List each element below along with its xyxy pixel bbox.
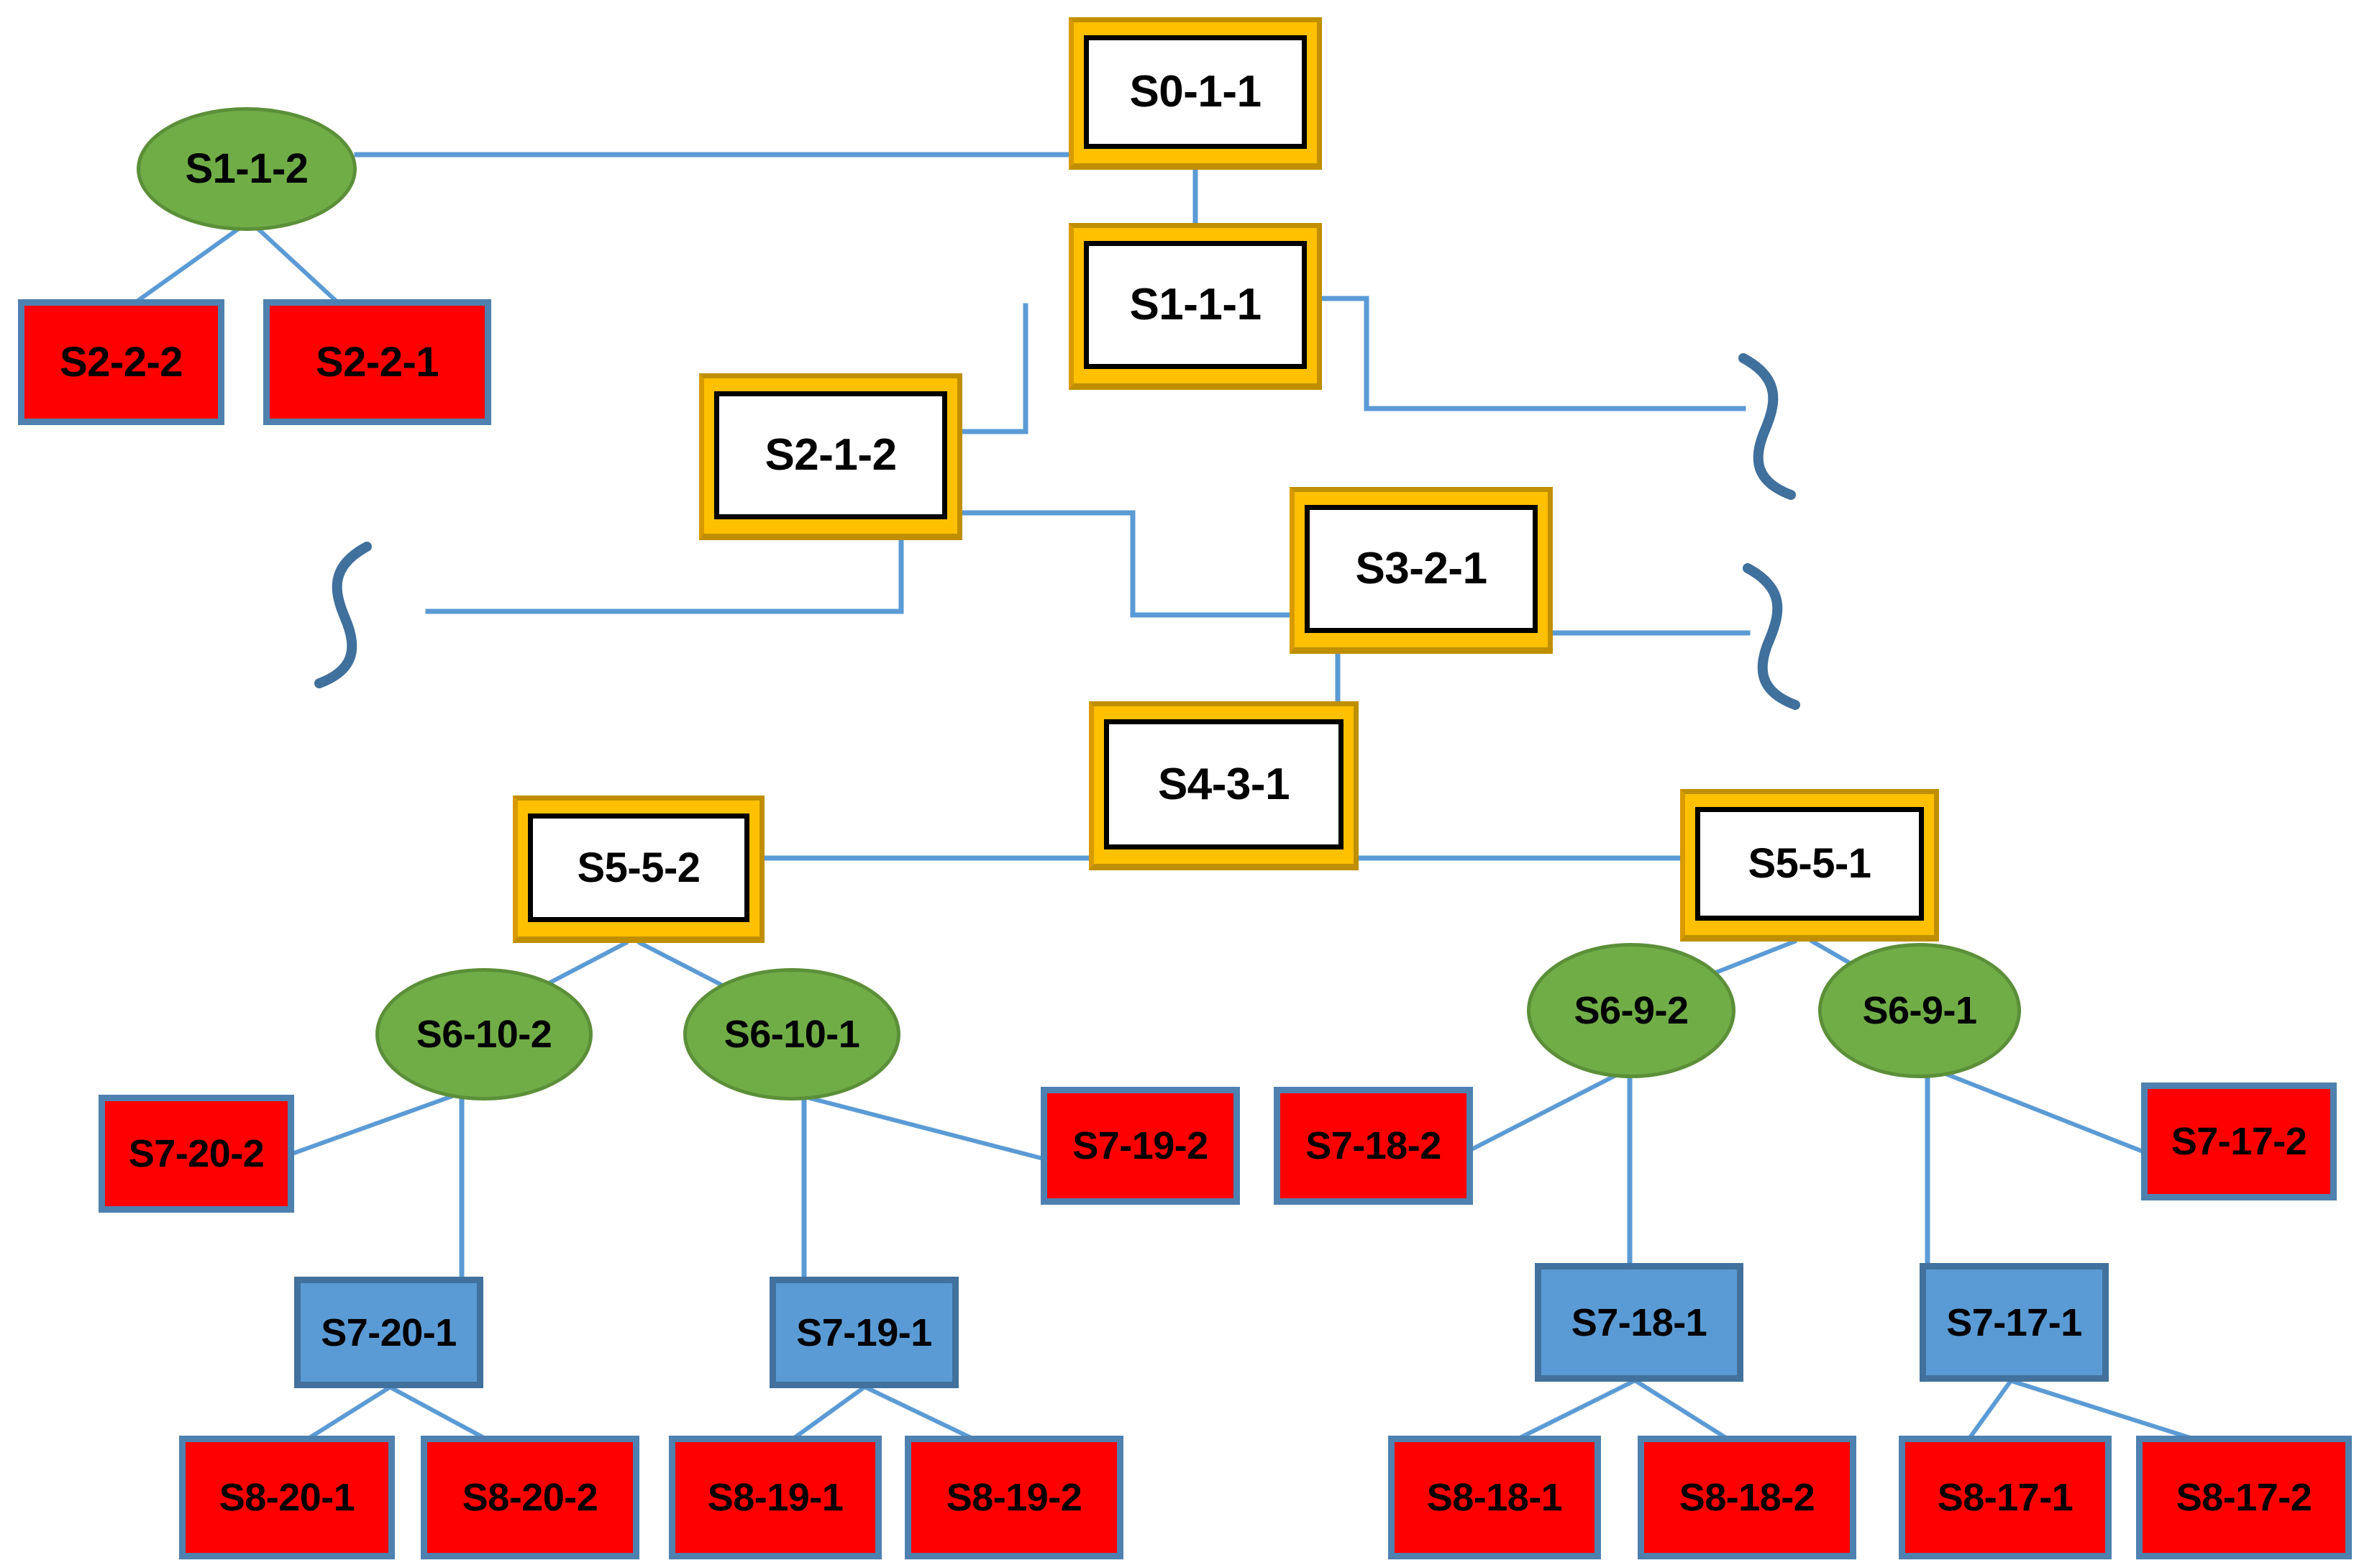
node-s7-20-1[interactable]: S7-20-1: [294, 1277, 483, 1388]
node-label: S6-10-1: [724, 1013, 860, 1056]
node-label: S8-20-1: [219, 1476, 355, 1519]
node-label: S8-19-2: [946, 1476, 1082, 1519]
node-s7-20-2[interactable]: S7-20-2: [99, 1095, 294, 1213]
node-label: S1-1-2: [185, 145, 309, 192]
node-s8-19-2[interactable]: S8-19-2: [905, 1436, 1123, 1559]
node-s8-19-1[interactable]: S8-19-1: [669, 1436, 882, 1559]
node-s4-3-1[interactable]: S4-3-1: [1089, 701, 1359, 870]
node-label: S1-1-1: [1129, 280, 1262, 329]
node-s7-19-2[interactable]: S7-19-2: [1041, 1087, 1240, 1205]
node-inner-box: S3-2-1: [1305, 505, 1538, 633]
node-s7-17-2[interactable]: S7-17-2: [2141, 1082, 2337, 1200]
node-s8-17-2[interactable]: S8-17-2: [2136, 1436, 2352, 1559]
node-s8-20-2[interactable]: S8-20-2: [421, 1436, 639, 1559]
node-s2-2-1[interactable]: S2-2-1: [263, 299, 491, 425]
node-label: S7-17-1: [1946, 1300, 2082, 1344]
node-inner-box: S1-1-1: [1084, 241, 1307, 369]
node-s7-19-1[interactable]: S7-19-1: [770, 1277, 959, 1388]
connection-break-squiggle: [1738, 353, 1796, 500]
node-label: S7-17-2: [2171, 1120, 2307, 1163]
node-s6-10-2[interactable]: S6-10-2: [375, 968, 593, 1100]
node-label: S2-2-2: [59, 338, 183, 386]
node-label: S5-5-2: [577, 844, 701, 891]
edge-S6-9-2-to-S7-18-2: [1469, 1063, 1636, 1152]
node-s6-10-1[interactable]: S6-10-1: [683, 968, 900, 1100]
node-label: S8-19-1: [707, 1476, 844, 1519]
node-label: S7-18-2: [1305, 1124, 1441, 1167]
edge-S6-10-2-to-S7-20-2: [291, 1090, 463, 1156]
node-s7-18-1[interactable]: S7-18-1: [1535, 1263, 1743, 1382]
node-label: S8-17-2: [2176, 1476, 2312, 1519]
node-s5-5-1[interactable]: S5-5-1: [1680, 789, 1939, 942]
node-s8-17-1[interactable]: S8-17-1: [1899, 1436, 2112, 1559]
connection-break-squiggle: [1743, 563, 1800, 710]
node-label: S8-20-2: [462, 1476, 598, 1519]
node-s1-1-2[interactable]: S1-1-2: [137, 107, 357, 231]
node-inner-box: S0-1-1: [1084, 35, 1307, 149]
node-s7-17-1[interactable]: S7-17-1: [1920, 1263, 2109, 1382]
node-s6-9-2[interactable]: S6-9-2: [1527, 943, 1735, 1078]
node-s8-20-1[interactable]: S8-20-1: [179, 1436, 395, 1559]
edge-S6-9-1-to-S7-17-2: [1925, 1064, 2144, 1154]
node-s8-18-1[interactable]: S8-18-1: [1388, 1436, 1601, 1559]
node-label: S8-17-1: [1937, 1476, 2074, 1519]
node-s5-5-2[interactable]: S5-5-2: [513, 796, 765, 943]
edge-S1-1-2-to-S2-2-1: [248, 219, 350, 314]
node-inner-box: S4-3-1: [1104, 719, 1343, 849]
node-s2-1-2[interactable]: S2-1-2: [699, 373, 962, 540]
node-label: S6-9-1: [1862, 989, 1977, 1032]
node-label: S7-20-2: [128, 1132, 265, 1175]
node-s2-2-2[interactable]: S2-2-2: [18, 299, 224, 425]
node-s6-9-1[interactable]: S6-9-1: [1818, 943, 2021, 1078]
node-label: S7-20-1: [321, 1311, 457, 1354]
node-label: S0-1-1: [1129, 67, 1262, 117]
edge-S1-1-1-to-break-right-upper: [1319, 296, 1746, 411]
node-label: S7-19-2: [1072, 1124, 1208, 1167]
node-label: S2-2-1: [315, 338, 439, 386]
node-inner-box: S2-1-2: [714, 391, 947, 519]
node-label: S8-18-1: [1426, 1476, 1563, 1519]
node-s1-1-1[interactable]: S1-1-1: [1069, 223, 1322, 390]
node-label: S8-18-2: [1679, 1476, 1815, 1519]
node-label: S5-5-1: [1748, 840, 1871, 887]
edge-S1-1-2-to-S2-2-2: [122, 221, 248, 313]
node-label: S3-2-1: [1355, 544, 1487, 593]
edge-S1-1-1-to-S2-1-2: [959, 303, 1028, 434]
node-inner-box: S5-5-1: [1695, 807, 1924, 921]
node-label: S7-18-1: [1571, 1300, 1707, 1344]
node-label: S2-1-2: [765, 430, 897, 480]
edge-S6-10-1-to-S7-19-2: [788, 1090, 1044, 1161]
node-inner-box: S5-5-2: [528, 813, 749, 922]
node-s3-2-1[interactable]: S3-2-1: [1290, 487, 1553, 654]
node-s7-18-2[interactable]: S7-18-2: [1274, 1087, 1473, 1205]
node-label: S6-9-2: [1574, 989, 1689, 1032]
node-label: S6-10-2: [416, 1013, 552, 1056]
node-s8-18-2[interactable]: S8-18-2: [1638, 1436, 1856, 1559]
node-label: S4-3-1: [1157, 759, 1290, 809]
connection-break-squiggle: [314, 542, 372, 688]
edge-S2-1-2-to-S3-2-1: [959, 510, 1292, 618]
node-s0-1-1[interactable]: S0-1-1: [1069, 17, 1322, 170]
node-label: S7-19-1: [796, 1311, 932, 1354]
